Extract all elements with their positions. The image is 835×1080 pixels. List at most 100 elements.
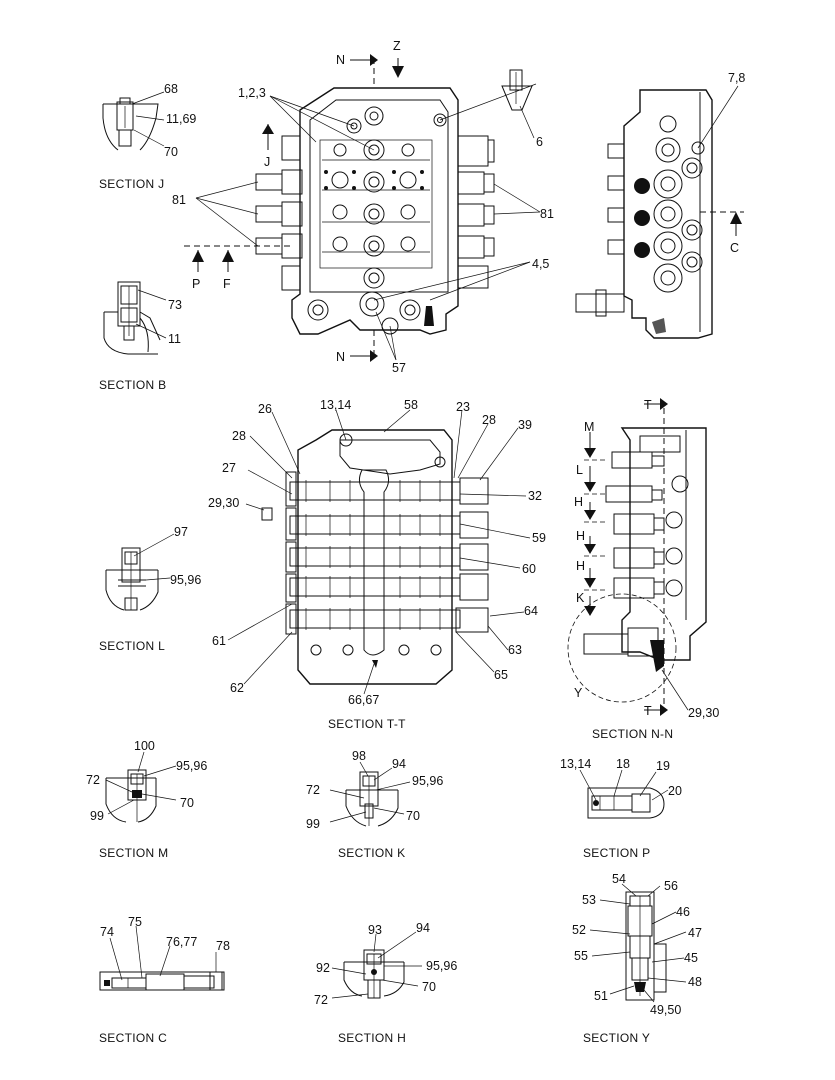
callout-55: 55 [574,949,588,963]
marker-h-3: H [576,559,585,573]
title-section-k: SECTION K [338,846,405,860]
callout-13-14-tt: 13,14 [320,398,351,412]
callout-93: 93 [368,923,382,937]
callout-6: 6 [536,135,543,149]
title-section-b: SECTION B [99,378,166,392]
callout-64: 64 [524,604,538,618]
callout-58: 58 [404,398,418,412]
section-tt-drawing [261,429,489,685]
callout-13-14-p: 13,14 [560,757,591,771]
callout-95-96-l: 95,96 [170,573,201,587]
callout-72-h: 72 [314,993,328,1007]
callout-27: 27 [222,461,236,475]
callout-95-96-k: 95,96 [412,774,443,788]
callout-98: 98 [352,749,366,763]
callout-75: 75 [128,915,142,929]
callout-28-right: 28 [482,413,496,427]
callout-11-69: 11,69 [166,112,196,126]
callout-19: 19 [656,759,670,773]
callout-61: 61 [212,634,226,648]
marker-h-2: H [576,529,585,543]
callout-26: 26 [258,402,272,416]
callout-72-m: 72 [86,773,100,787]
callout-51: 51 [594,989,608,1003]
callout-labels: 68 11,69 70 1,2,3 6 7,8 81 81 4,5 57 73 … [86,71,745,1017]
callout-68: 68 [164,82,178,96]
callout-76-77: 76,77 [166,935,197,949]
callout-4-5: 4,5 [532,257,549,271]
marker-c: C [730,241,739,255]
marker-h-1: H [574,495,583,509]
marker-k: K [576,591,585,605]
marker-n-top: N [336,53,345,67]
callout-47: 47 [688,926,702,940]
callout-39: 39 [518,418,532,432]
section-b-detail [103,281,161,355]
marker-n-bottom: N [336,350,345,364]
callout-81-right: 81 [540,207,554,221]
leader-lines [105,83,739,1003]
callout-28-left: 28 [232,429,246,443]
callout-66-67: 66,67 [348,693,379,707]
section-m-detail [105,769,157,823]
callout-1-2-3: 1,2,3 [238,86,266,100]
section-l-detail [105,547,159,611]
callout-62: 62 [230,681,244,695]
section-titles: SECTION J SECTION B SECTION L SECTION T-… [99,177,673,1045]
callout-20: 20 [668,784,682,798]
callout-7-8: 7,8 [728,71,745,85]
marker-l: L [576,463,583,477]
section-y-detail [625,891,667,1001]
cut-markers-front-view [192,54,404,362]
marker-f: F [223,277,231,291]
callout-53: 53 [582,893,596,907]
marker-y: Y [574,686,583,700]
cut-marker-letters: N Z J P F N C T T M L H H H K Y [192,39,739,718]
title-section-tt: SECTION T-T [328,717,406,731]
marker-t-bottom: T [644,704,652,718]
callout-49-50: 49,50 [650,1003,681,1017]
section-nn-drawing [567,398,707,716]
marker-j: J [264,155,270,169]
title-section-nn: SECTION N-N [592,727,673,741]
callout-97: 97 [174,525,188,539]
callout-70-m: 70 [180,796,194,810]
callout-94-k: 94 [392,757,406,771]
callout-48: 48 [688,975,702,989]
title-section-m: SECTION M [99,846,168,860]
callout-65: 65 [494,668,508,682]
callout-11: 11 [168,332,181,346]
callout-29-30-tt: 29,30 [208,496,239,510]
section-j-detail [102,97,159,151]
section-p-detail [587,787,665,819]
callout-70: 70 [164,145,178,159]
title-section-c: SECTION C [99,1031,167,1045]
callout-52: 52 [572,923,586,937]
callout-56: 56 [664,879,678,893]
marker-p: P [192,277,200,291]
callout-81-left: 81 [172,193,186,207]
marker-t-top: T [644,398,652,412]
title-section-p: SECTION P [583,846,650,860]
callout-57: 57 [392,361,406,375]
callout-95-96-m: 95,96 [176,759,207,773]
section-h-detail [343,949,405,999]
callout-54: 54 [612,872,626,886]
callout-72-k: 72 [306,783,320,797]
callout-18: 18 [616,757,630,771]
callout-78: 78 [216,939,230,953]
section-c-detail [99,971,225,991]
title-section-y: SECTION Y [583,1031,650,1045]
callout-59: 59 [532,531,546,545]
part-6-detail [501,69,533,111]
callout-95-96-h: 95,96 [426,959,457,973]
callout-94-h: 94 [416,921,430,935]
callout-74: 74 [100,925,114,939]
callout-29-30-nn: 29,30 [688,706,719,720]
callout-92: 92 [316,961,330,975]
callout-70-h: 70 [422,980,436,994]
callout-45: 45 [684,951,698,965]
marker-z: Z [393,39,401,53]
marker-m: M [584,420,594,434]
